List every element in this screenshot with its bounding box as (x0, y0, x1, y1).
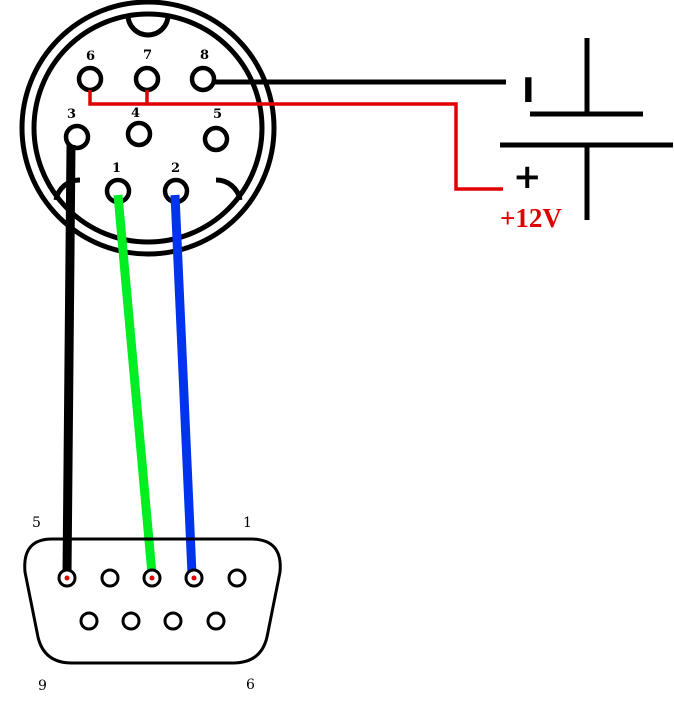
din-pin-6-label: 6 (86, 49, 95, 64)
din-pin-3-label: 3 (67, 107, 76, 122)
black-wire-din3-to-db9 (62, 144, 76, 575)
db9-shell (23, 537, 282, 665)
db9-pin-5-solder-mark (64, 575, 70, 581)
green-wire-din1-to-db9 (113, 194, 157, 575)
din-pin-7-label: 7 (143, 48, 152, 63)
battery-symbol: I + +12V (500, 38, 673, 233)
din-left-lobe (53, 177, 81, 201)
db9-pin-3-solder-mark (149, 575, 155, 581)
din-pin-8 (189, 65, 217, 93)
db9-pin-9 (79, 611, 99, 631)
db9-label-top-right: 1 (243, 515, 252, 531)
db9-pin-2-solder-mark (191, 575, 197, 581)
blue-wire-din2-to-db9 (170, 194, 197, 575)
db9-label-bottom-right: 6 (246, 677, 255, 693)
db9-label-bottom-left: 9 (38, 678, 47, 694)
din-pin-7 (133, 65, 161, 93)
din-pin-4-label: 4 (131, 106, 140, 121)
din-pin-5 (202, 125, 230, 153)
din-right-lobe (215, 177, 243, 201)
voltage-label: +12V (500, 203, 562, 233)
din-key-notch (125, 14, 171, 38)
wires (62, 79, 506, 575)
din-pin-4 (125, 120, 153, 148)
db9-label-top-left: 5 (32, 515, 41, 531)
din-pin-2-label: 2 (171, 161, 180, 176)
din-pin-1-label: 1 (112, 161, 121, 176)
db9-pin-4 (100, 568, 120, 588)
db9-pin-8 (121, 611, 141, 631)
db9-connector: 5 1 9 6 (23, 515, 282, 694)
db9-pin-6 (206, 611, 226, 631)
din-pin-8-label: 8 (200, 48, 209, 63)
battery-positive-sign: + (513, 157, 542, 197)
red-wire-din6-din7-to-battery-positive (88, 90, 503, 191)
din-pin-6 (76, 65, 104, 93)
battery-negative-sign: I (522, 71, 535, 111)
db9-pin-7 (163, 611, 183, 631)
din-pin-5-label: 5 (213, 107, 222, 122)
db9-pin-1 (227, 568, 247, 588)
din-pin-3 (63, 123, 91, 151)
din-connector: 6 7 8 3 4 5 1 2 (19, 0, 277, 257)
